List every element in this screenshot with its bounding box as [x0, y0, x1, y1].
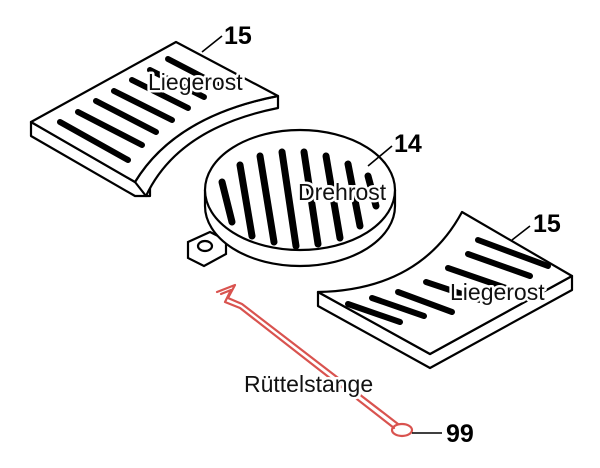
- leader-lines: [201, 35, 531, 434]
- shaker-rod: [215, 283, 414, 438]
- part-name-drehrost: Drehrost: [298, 179, 387, 205]
- grate-left-slots: [57, 56, 221, 163]
- grate-round: [186, 128, 397, 268]
- part-number-15-left: 15: [224, 22, 252, 50]
- grate-right-slots: [345, 237, 551, 325]
- part-name-liegerost-right: Liegerost: [450, 279, 545, 305]
- grate-round-slots: [218, 148, 380, 250]
- part-name-liegerost-left: Liegerost: [148, 69, 243, 95]
- part-name-ruettelstange: Rüttelstange: [244, 371, 373, 397]
- part-number-14: 14: [394, 130, 422, 158]
- part-number-99: 99: [446, 420, 474, 448]
- part-number-15-right: 15: [533, 210, 561, 238]
